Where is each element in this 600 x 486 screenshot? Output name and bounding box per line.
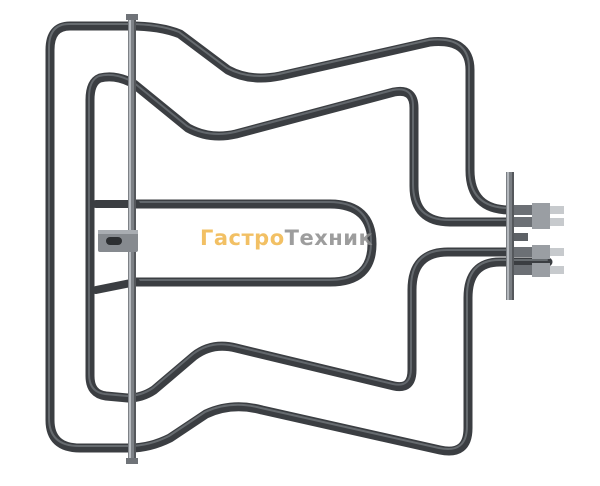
- watermark-part-2: Техник: [284, 226, 374, 250]
- middle-tube: [85, 72, 553, 403]
- terminal-connectors: [514, 203, 564, 277]
- mounting-bracket: [98, 230, 138, 252]
- watermark-logo: ГастроТехник: [200, 226, 373, 250]
- terminal-plate: [506, 172, 514, 300]
- watermark-part-1: Гастро: [200, 226, 285, 250]
- outer-tube: [45, 21, 553, 456]
